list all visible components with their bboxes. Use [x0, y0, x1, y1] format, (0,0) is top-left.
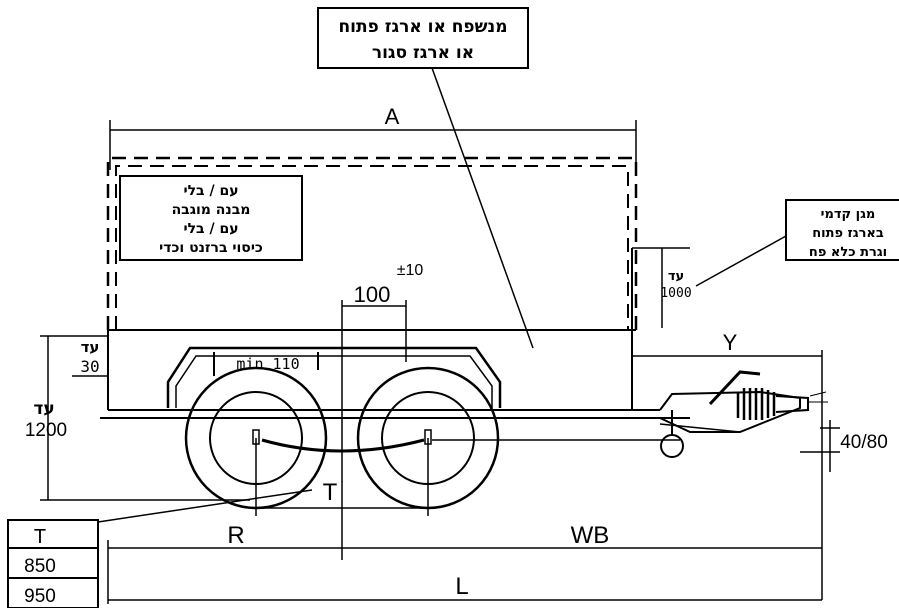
coupling-bellows	[736, 388, 776, 420]
leaf-spring	[261, 438, 425, 453]
dim-wb-label: WB	[571, 522, 610, 549]
front-guard-leader	[695, 235, 787, 287]
hitch-cable	[808, 391, 828, 403]
body-type-line1: מנשפח או ארגז פתוח	[338, 17, 507, 37]
dim-30-value: 30	[80, 357, 99, 376]
tolerance-label: ±10	[397, 262, 424, 279]
dim-1000-word: עד	[668, 269, 684, 284]
t-table-row-850: 850	[24, 556, 56, 577]
hand-brake-lever	[708, 370, 761, 406]
dim-1200-value: 1200	[25, 420, 67, 441]
frame-line4: כיסוי ברזנט וכדי	[159, 240, 263, 256]
dim-a-label: A	[385, 104, 400, 129]
frame-cover-box	[119, 175, 303, 261]
drawbar	[659, 390, 801, 433]
closed-box-outline-inner	[115, 165, 629, 330]
frame-line1: עם / בלי	[183, 183, 238, 199]
dim-100-label: 100	[354, 282, 391, 307]
body-type-box	[317, 7, 529, 69]
frame-line3: עם / בלי	[183, 221, 238, 237]
jockey-wheel	[660, 434, 684, 458]
dim-40-80-label: 40/80	[840, 432, 888, 453]
frame-line2: מבנה מוגבה	[172, 202, 251, 218]
fender-arch-inner	[175, 355, 493, 408]
fender-arch	[166, 346, 502, 408]
t-table-header: T	[34, 526, 46, 548]
dim-1000-value: 1000	[660, 286, 691, 301]
guard-line2: בארגז פתוח	[812, 226, 884, 241]
dim-r-label: R	[227, 522, 244, 549]
body-type-line2: או ארגז סגור	[372, 43, 474, 63]
guard-line3: וגרת כלא פח	[809, 245, 887, 260]
coupling-head	[775, 395, 809, 413]
dim-1200-word: עד	[33, 399, 54, 419]
drawbar-rail	[659, 423, 741, 433]
dim-t-label: T	[323, 479, 338, 506]
guard-line1: מגן קדמי	[821, 207, 876, 222]
dim-30-word: עד	[81, 338, 100, 356]
t-table-leader	[97, 489, 313, 523]
body-type-leader	[431, 67, 534, 349]
t-table	[7, 519, 99, 608]
t-table-row-950: 950	[24, 586, 56, 607]
dim-y-label: Y	[723, 330, 738, 355]
dim-l-label: L	[455, 573, 468, 600]
front-guard-box	[785, 199, 899, 261]
